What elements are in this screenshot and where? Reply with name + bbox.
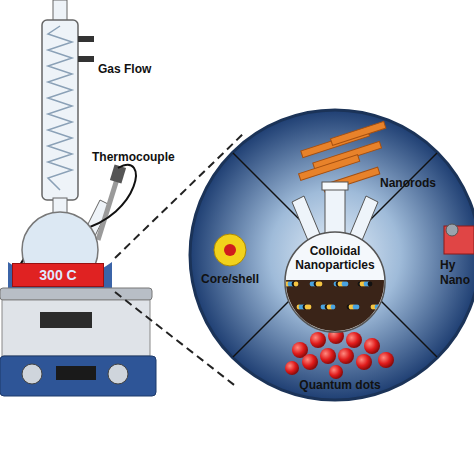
illustration-part bbox=[0, 356, 156, 396]
quantum-dots bbox=[285, 328, 394, 379]
illustration-part bbox=[320, 348, 336, 364]
nanorods bbox=[299, 121, 386, 191]
illustration-part bbox=[22, 364, 42, 384]
illustration-part bbox=[224, 244, 236, 256]
illustration-part bbox=[346, 332, 362, 348]
illustration-part bbox=[56, 366, 96, 380]
sector-divider bbox=[233, 153, 437, 357]
illustration-part bbox=[108, 364, 128, 384]
colloid-flask: Colloidal Nanoparticles bbox=[270, 180, 400, 335]
node-text: Colloidal Nanoparticles bbox=[285, 244, 385, 272]
reaction-flask bbox=[8, 212, 112, 290]
figure-label: Nano bbox=[440, 273, 470, 287]
illustration-part bbox=[48, 26, 72, 190]
figure-label: Quantum dots bbox=[299, 378, 380, 392]
illustration-part bbox=[8, 262, 112, 290]
core-shell-particle bbox=[214, 234, 246, 266]
illustration-part bbox=[322, 167, 379, 192]
illustration-part bbox=[378, 352, 394, 368]
illustration-part bbox=[329, 365, 343, 379]
illustration-part bbox=[53, 0, 67, 22]
hotplate-stirrer bbox=[0, 288, 156, 396]
display-reading: 300 C bbox=[39, 267, 76, 283]
figure-label: Thermocouple bbox=[92, 150, 175, 164]
illustration-part bbox=[2, 300, 150, 356]
illustration-part bbox=[78, 56, 94, 62]
illustration-part bbox=[98, 176, 118, 240]
sector-divider bbox=[233, 153, 437, 357]
illustration-part bbox=[40, 312, 92, 328]
illustration-part bbox=[356, 354, 372, 370]
illustration-part bbox=[0, 288, 152, 300]
illustration-part bbox=[78, 36, 94, 42]
condenser bbox=[42, 0, 94, 220]
figure-label: Nanorods bbox=[380, 176, 436, 190]
illustration-part bbox=[364, 338, 380, 354]
illustration-part bbox=[302, 354, 318, 370]
illustration-part bbox=[330, 121, 385, 145]
illustration-part bbox=[285, 361, 299, 375]
temperature-display: 300 C bbox=[12, 263, 104, 287]
figure-label: Hy bbox=[440, 258, 455, 272]
illustration-part bbox=[310, 332, 326, 348]
illustration-part bbox=[446, 224, 458, 236]
figure-label: Gas Flow bbox=[98, 62, 151, 76]
hybrid-particle bbox=[444, 224, 474, 254]
illustration-part bbox=[214, 234, 246, 266]
illustration-part bbox=[338, 348, 354, 364]
illustration-part bbox=[42, 20, 78, 200]
figure-label: Core/shell bbox=[201, 272, 259, 286]
zoom-circle bbox=[190, 110, 474, 400]
